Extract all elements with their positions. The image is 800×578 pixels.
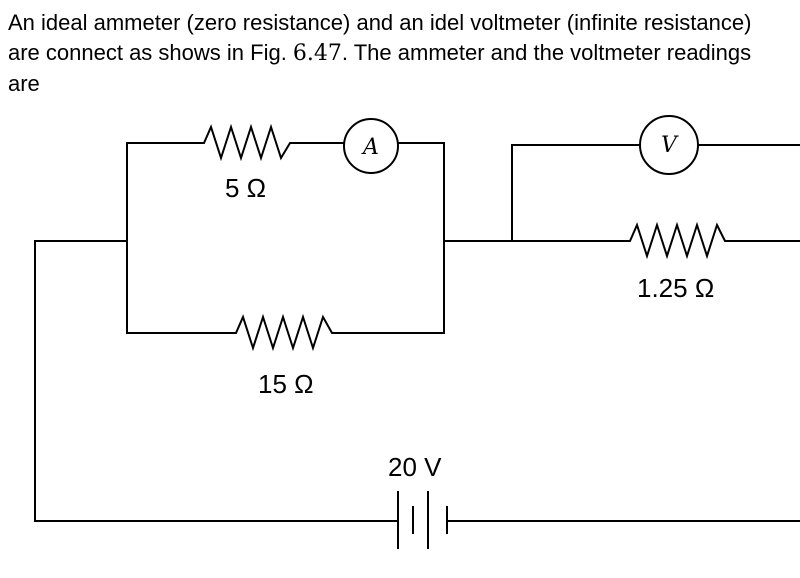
ammeter-symbol <box>343 118 399 174</box>
wire-top-branch <box>126 123 345 162</box>
figure-number: 6.47 <box>292 41 342 66</box>
wire-left-vertical <box>34 240 399 522</box>
question-text-before: An ideal ammeter (zero resistance) and a… <box>8 10 752 65</box>
resistor-right-label: 1.25 Ω <box>637 273 714 303</box>
resistor-bottom-label: 15 Ω <box>258 369 314 399</box>
question-text: An ideal ammeter (zero resistance) and a… <box>8 8 788 99</box>
voltmeter-symbol <box>639 115 699 175</box>
voltmeter-letter: V <box>661 133 679 158</box>
battery-symbol <box>397 491 453 549</box>
ammeter-letter: A <box>361 135 379 160</box>
battery-label: 20 V <box>388 452 442 482</box>
wire-voltmeter-branch <box>511 144 641 242</box>
resistor-top-label: 5 Ω <box>225 173 266 203</box>
wire-bottom-branch <box>126 313 445 352</box>
question-text-after: . The ammeter and the voltmeter readings… <box>8 40 752 96</box>
wire-middle-node <box>443 221 800 260</box>
